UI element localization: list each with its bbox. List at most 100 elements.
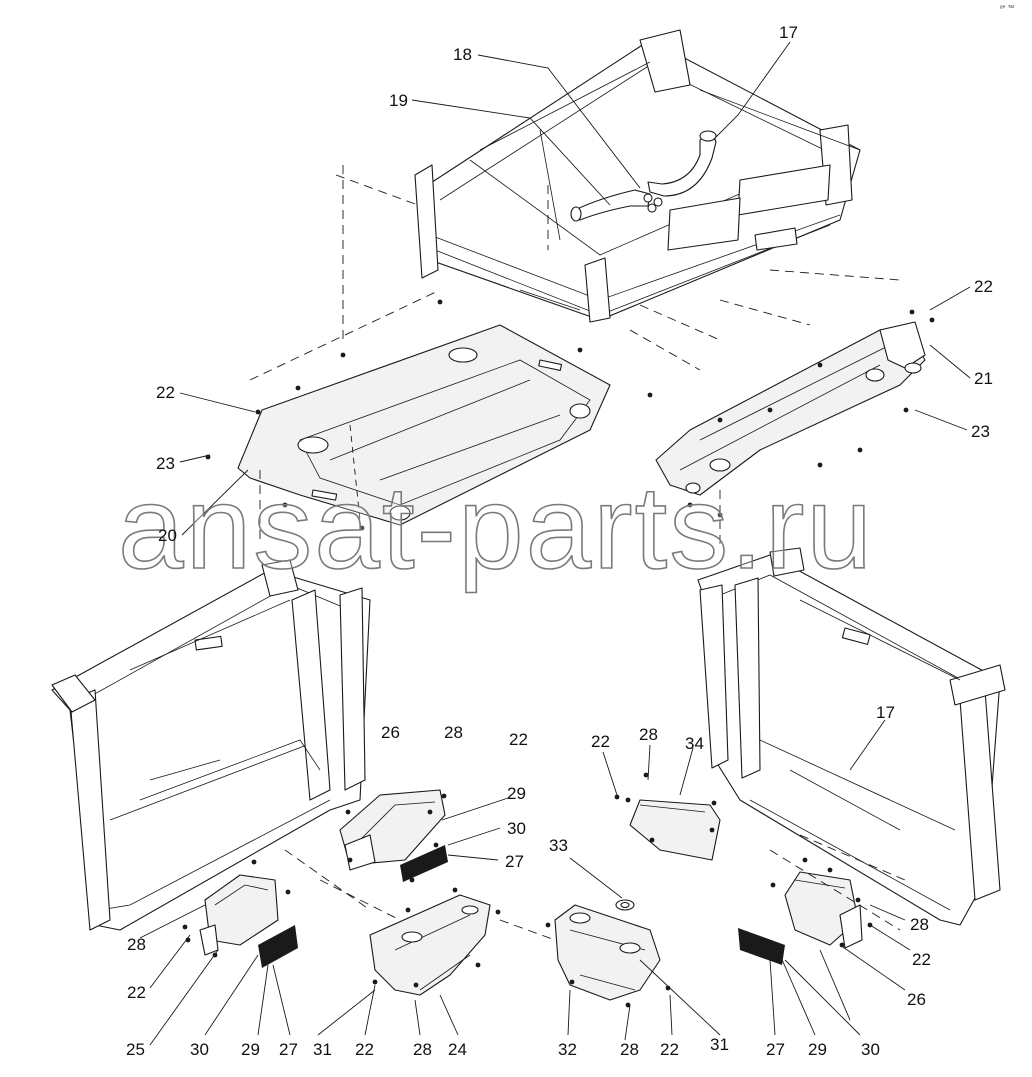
callout-30: 30 — [190, 1040, 209, 1059]
fastener-dot — [770, 882, 776, 888]
fastener-dot — [475, 962, 481, 968]
fastener-dot — [827, 867, 833, 873]
callout-22: 22 — [660, 1040, 679, 1059]
fastener-dot — [495, 909, 501, 915]
callout-21: 21 — [974, 369, 993, 388]
fastener-dot — [413, 982, 419, 988]
grille-27-lower-right — [738, 928, 785, 965]
callout-26: 26 — [907, 990, 926, 1009]
fastener-dot — [857, 447, 863, 453]
fastener-dot — [437, 299, 443, 305]
fastener-dot — [347, 857, 353, 863]
callout-19: 19 — [389, 91, 408, 110]
fastener-dot — [441, 793, 447, 799]
callout-28: 28 — [639, 725, 658, 744]
fastener-dot — [767, 407, 773, 413]
callout-28: 28 — [127, 935, 146, 954]
fastener-dot — [625, 1002, 631, 1008]
callout-30: 30 — [861, 1040, 880, 1059]
callout-28: 28 — [413, 1040, 432, 1059]
fastener-dot — [855, 897, 861, 903]
fastener-dot — [359, 525, 365, 531]
callout-26: 26 — [381, 723, 400, 742]
fastener-dot — [372, 979, 378, 985]
fastener-dot — [251, 859, 257, 865]
fastener-dot — [182, 924, 188, 930]
callout-22: 22 — [591, 732, 610, 751]
overhead-air-duct — [655, 321, 926, 496]
fastener-dot — [929, 317, 935, 323]
callout-23: 23 — [971, 422, 990, 441]
grille-27-upper — [400, 845, 448, 882]
fastener-dot — [839, 942, 845, 948]
callout-25: 25 — [126, 1040, 145, 1059]
fastener-dot — [255, 409, 261, 415]
fastener-dot — [452, 887, 458, 893]
callout-27: 27 — [279, 1040, 298, 1059]
fastener-dot — [711, 800, 717, 806]
left-cab-frame — [51, 559, 371, 931]
fastener-dot — [409, 877, 415, 883]
assembly-guide-lines — [249, 165, 906, 941]
fastener-dot — [614, 794, 620, 800]
fastener-dot — [545, 922, 551, 928]
callout-20: 20 — [158, 526, 177, 545]
callout-27: 27 — [766, 1040, 785, 1059]
fastener-dot — [625, 797, 631, 803]
callout-29: 29 — [241, 1040, 260, 1059]
callout-28: 28 — [910, 915, 929, 934]
fastener-dot — [817, 362, 823, 368]
callout-28: 28 — [444, 723, 463, 742]
callout-17: 17 — [876, 703, 895, 722]
fastener-dot — [817, 462, 823, 468]
fastener-dot — [649, 837, 655, 843]
callout-33: 33 — [549, 836, 568, 855]
leader-lines — [139, 41, 971, 1046]
callout-31: 31 — [710, 1035, 729, 1054]
callout-23: 23 — [156, 454, 175, 473]
fastener-dot — [345, 809, 351, 815]
fastener-dot — [647, 392, 653, 398]
fastener-dot — [282, 502, 288, 508]
callout-22: 22 — [156, 383, 175, 402]
roof-frame-assembly — [414, 29, 861, 323]
watermark-text: ansat-parts.ru — [118, 462, 874, 594]
callout-29: 29 — [808, 1040, 827, 1059]
callout-17: 17 — [779, 23, 798, 42]
callout-labels: 17 18 19 22 21 22 23 23 20 26 28 22 29 3… — [126, 23, 993, 1059]
fastener-dot — [802, 857, 808, 863]
headliner-panel — [237, 324, 611, 526]
callout-22: 22 — [509, 730, 528, 749]
fastener-dot — [433, 842, 439, 848]
fastener-dot — [427, 809, 433, 815]
callout-30: 30 — [507, 819, 526, 838]
fastener-dot — [295, 385, 301, 391]
callout-22: 22 — [355, 1040, 374, 1059]
grille-27-lower-left — [258, 925, 298, 968]
callout-22: 22 — [974, 277, 993, 296]
callout-31: 31 — [313, 1040, 332, 1059]
callout-22: 22 — [127, 983, 146, 1002]
fastener-dot — [909, 309, 915, 315]
callout-34: 34 — [685, 734, 704, 753]
fastener-dot — [569, 979, 575, 985]
lower-right-parts — [554, 799, 863, 1001]
right-cab-frame — [697, 547, 1006, 926]
fastener-dot — [717, 512, 723, 518]
callout-29: 29 — [507, 784, 526, 803]
fastener-dot — [405, 907, 411, 913]
callout-28: 28 — [620, 1040, 639, 1059]
callout-22: 22 — [912, 950, 931, 969]
fastener-dot — [903, 407, 909, 413]
fastener-dot — [340, 352, 346, 358]
fastener-dot — [709, 827, 715, 833]
callout-24: 24 — [448, 1040, 467, 1059]
fastener-dot — [687, 502, 693, 508]
fastener-dot — [285, 889, 291, 895]
callout-32: 32 — [558, 1040, 577, 1059]
callout-27: 27 — [505, 852, 524, 871]
fastener-dot — [717, 417, 723, 423]
fasteners — [182, 299, 935, 1008]
